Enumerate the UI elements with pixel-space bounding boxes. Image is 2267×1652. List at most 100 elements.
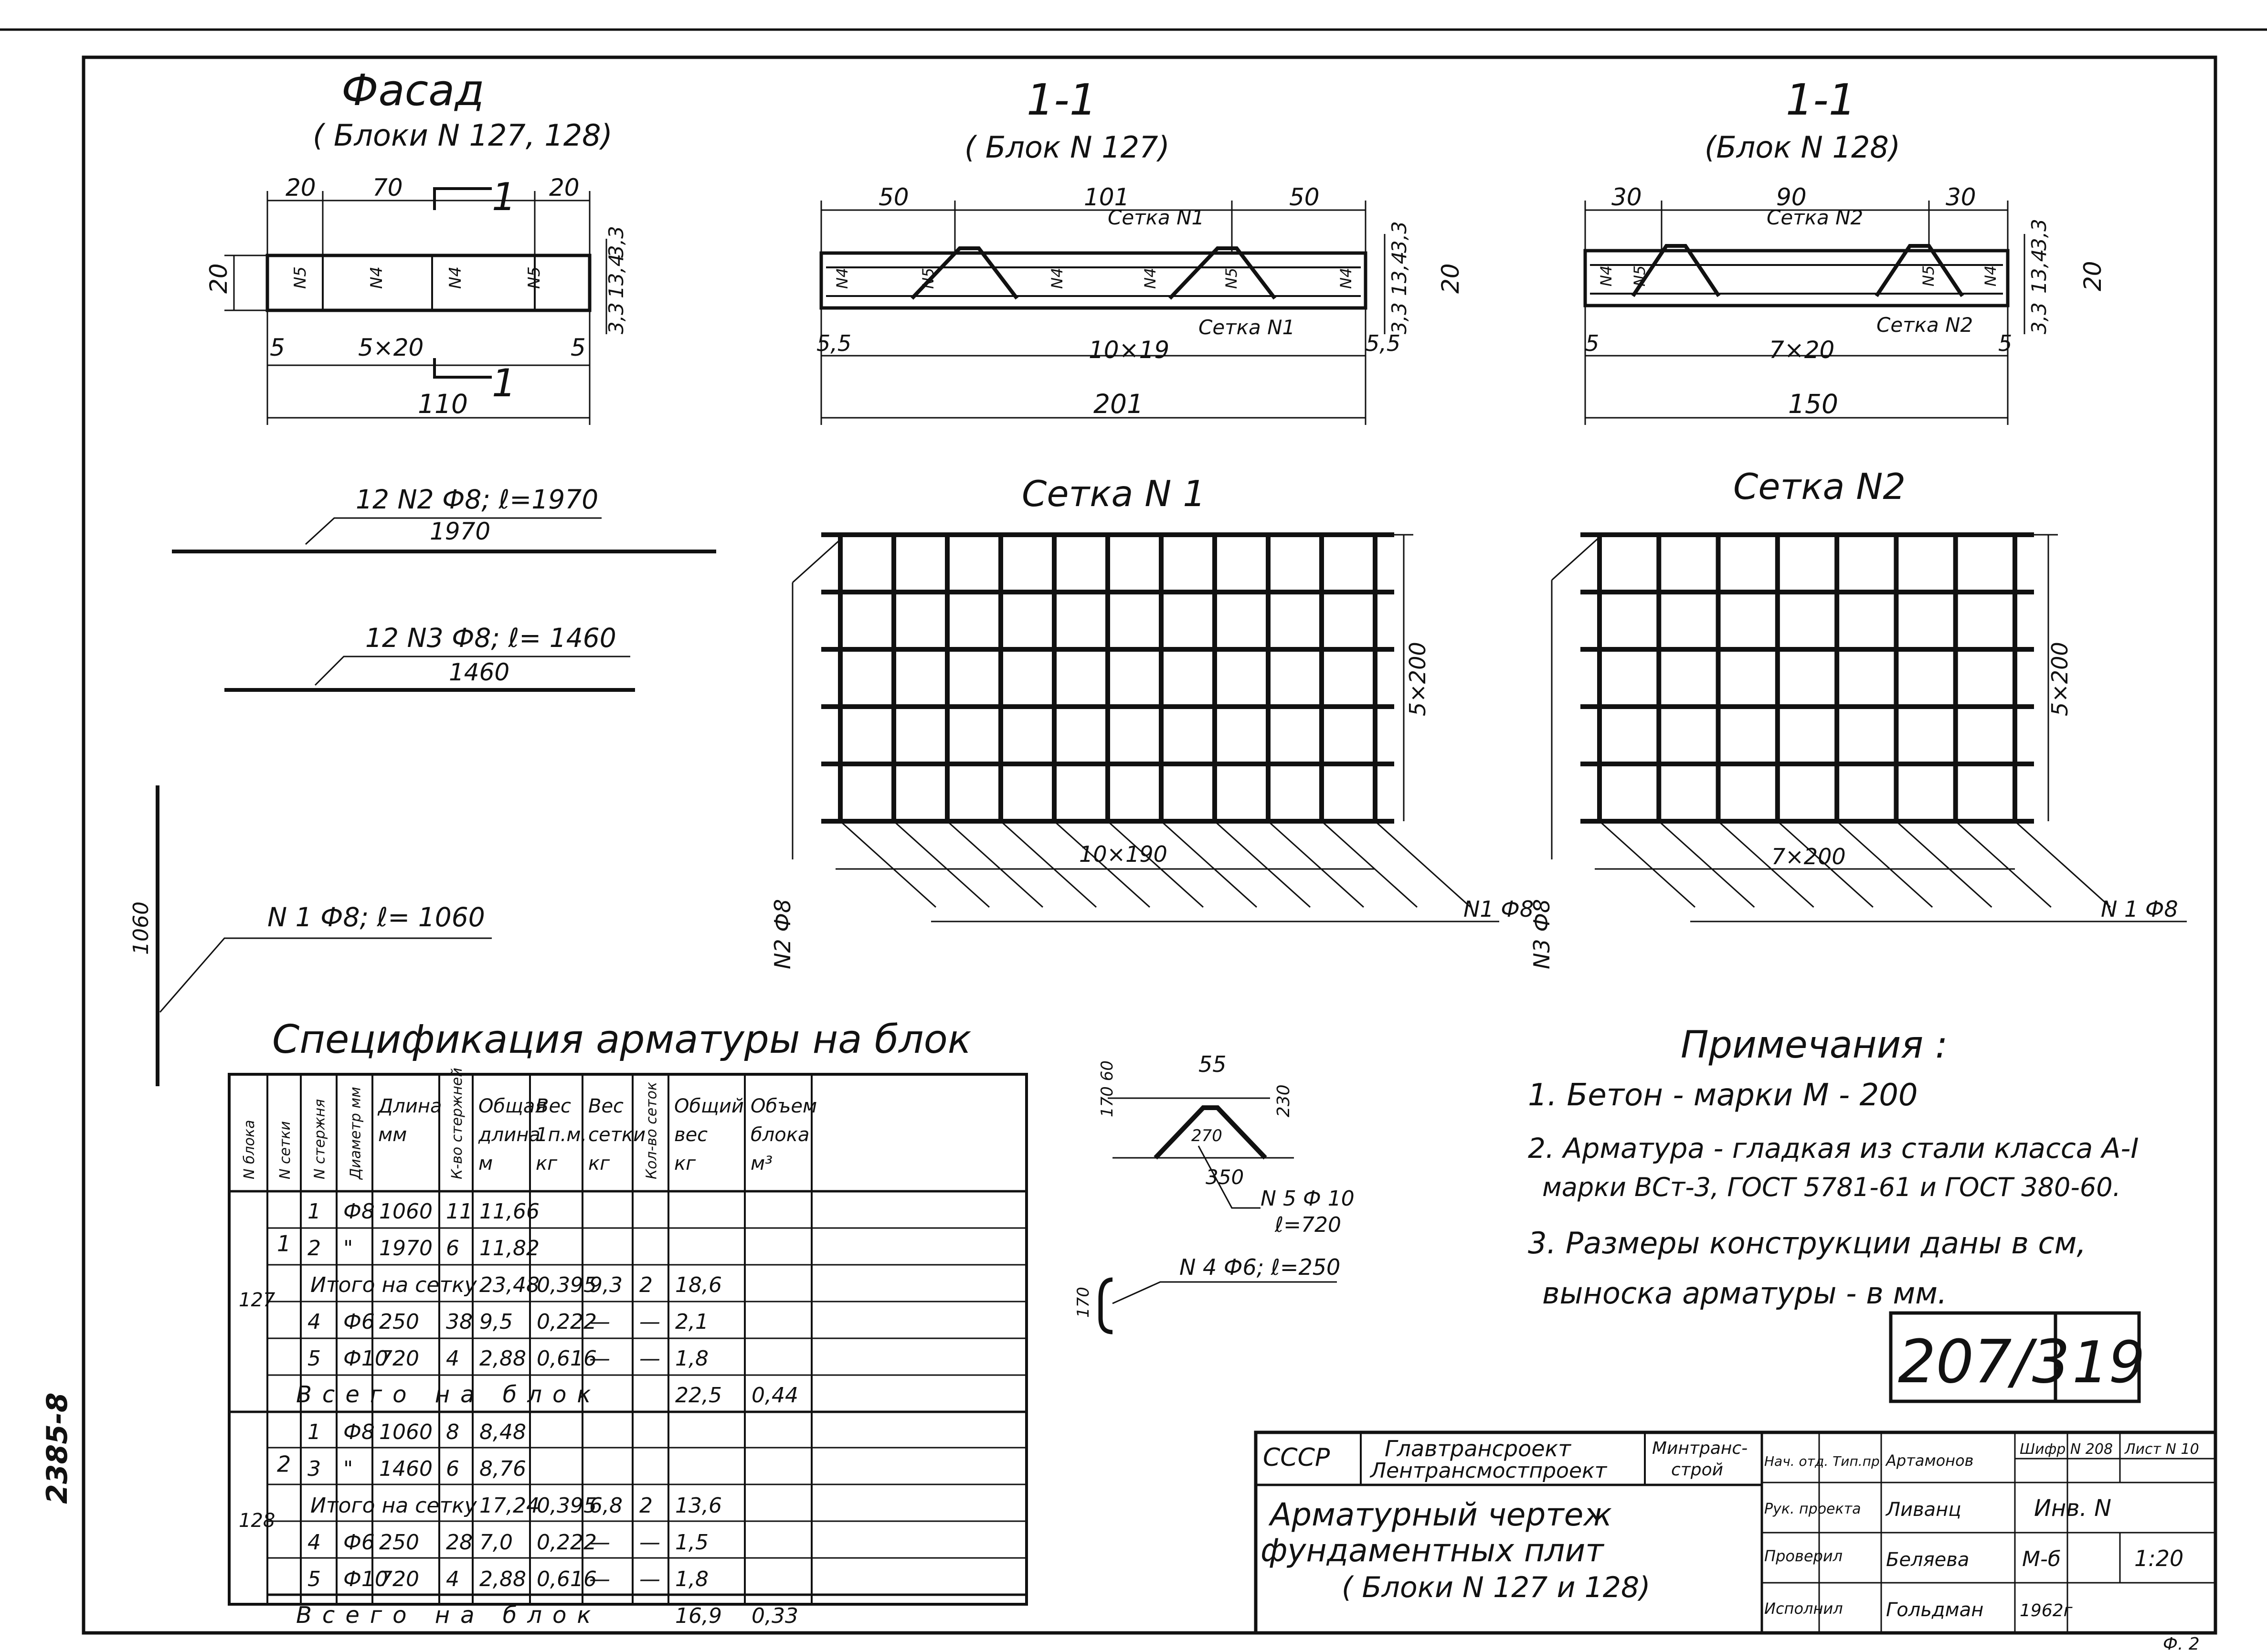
spec-cell: Ф10 [343,1567,388,1591]
spec-header: мм [378,1124,407,1146]
mesh-hatch [1955,820,2052,908]
spec-cell: " [343,1236,353,1260]
section127-dim-right-2: 13,4 [1388,251,1411,296]
section127-bar-6: N4 [1337,268,1355,289]
notes: Примечания : 1. Бетон - марки М - 200 2.… [1528,1024,2139,1311]
format-mark: Ф. 2 [2163,1634,2200,1652]
stamp-name-3: Беляева [1886,1549,1969,1571]
section127-dim-bottom-3: 5,5 [1366,330,1400,356]
spec-cell: — [589,1310,610,1334]
spec-cell: 0,395 [537,1273,597,1297]
spec-header: N блока [241,1120,258,1179]
spec-header: Вес [588,1095,624,1117]
section128-total: 150 [1788,389,1838,419]
spec-cell: 720 [379,1346,419,1371]
mesh-hatch [1053,820,1151,908]
section128-bar-4: N4 [1981,265,2000,286]
spec-cell: 2,1 [675,1310,709,1334]
spec-header: м [478,1153,493,1175]
bar-n3-label: 12 N3 Ф8; ℓ= 1460 [365,623,616,653]
spec-cell: 9,3 [589,1273,623,1297]
spec-header: длина [478,1124,540,1146]
spec-cell: Ф8 [343,1420,375,1444]
facade-dim-top-3: 20 [549,174,580,201]
note-3b: выноска арматуры - в мм. [1542,1276,1947,1311]
spec-cell: 2,88 [479,1346,526,1371]
section127-mesh-bottom: Сетка N1 [1198,316,1295,339]
facade-cut-label-bottom: 1 [492,361,516,405]
spec-cell: 16,9 [675,1604,722,1628]
mesh-hatch [1599,820,1696,908]
spec-cell: 720 [379,1567,419,1591]
mesh1-dim-right: 5×200 [1405,642,1430,716]
facade-title: Фасад [341,65,485,116]
spec-cell: 11,66 [479,1199,540,1224]
spec-header: Общий [674,1095,744,1117]
stamp-scale-label: М-б [2022,1547,2061,1571]
spec-header: м³ [751,1153,773,1175]
spec-cell: 5 [307,1346,321,1371]
stamp-scale: 1:20 [2134,1546,2183,1571]
spec-total-label: Всего на блок [296,1602,601,1629]
spec-header: кг [536,1153,558,1175]
spec-cell: 1,5 [675,1530,709,1555]
spec-total-label: Всего на блок [296,1381,601,1408]
mesh2-dim-right: 5×200 [2047,642,2073,716]
bar5-dim-bottom: 350 [1206,1165,1244,1189]
spec-cell: 6 [446,1236,459,1260]
mesh-hatch [1000,820,1097,908]
mesh2-label-left: N3 Ф8 [1529,899,1555,969]
spec-block-number: 128 [239,1510,275,1532]
section128-mesh-bottom: Сетка N2 [1876,313,1973,337]
spec-header: Диаметр мм [348,1087,364,1180]
mesh-hatch [2014,820,2111,908]
sheet-page: 19 [2072,1330,2145,1396]
spec-header: Вес [536,1095,571,1117]
spec-block-number: 127 [239,1289,275,1311]
note-3: 3. Размеры конструкции даны в см, [1528,1226,2086,1260]
spec-cell: 4 [307,1530,321,1555]
bar-n1: N 1 Ф8; ℓ= 1060 1060 [129,785,492,1086]
spec-header: кг [588,1153,610,1175]
mesh2-title: Сетка N2 [1733,466,1906,508]
spec-cell: 1060 [379,1420,433,1444]
section-127: 1-1 ( Блок N 127) 50 101 50 Сетка N1 Сет… [816,75,1464,425]
spec-cell: — [589,1346,610,1371]
stamp-sheet: Лист N 10 [2124,1441,2199,1458]
section127-mesh-top: Сетка N1 [1108,206,1204,229]
section128-dim-height: 20 [2079,261,2107,291]
spec-header: Общая [478,1095,546,1117]
mesh1-dim-bottom: 10×190 [1079,841,1167,867]
mesh-hatch [1160,820,1258,908]
stamp-org2: Лентрансмостпроект [1369,1459,1608,1483]
spec-cell: — [639,1530,660,1555]
spec-cell: 2 [639,1493,653,1518]
spec-cell: Ф8 [343,1199,375,1224]
mesh1-title: Сетка N 1 [1022,473,1206,515]
spec-mesh-number: 2 [277,1451,291,1477]
spec-cell: 4 [446,1567,459,1591]
title-block: СССР Главтрансроект Лентрансмостпроект М… [1254,1430,2217,1635]
bar-n2-label: 12 N2 Ф8; ℓ=1970 [356,484,598,515]
spec-cell: 8,48 [479,1420,526,1444]
spec-cell: 250 [379,1530,419,1555]
spec-cell: 0,616 [537,1567,597,1591]
spec-header: Кол-во сеток [644,1082,660,1179]
spec-cell: 1460 [379,1457,433,1481]
stamp-title1: Арматурный чертеж [1268,1496,1612,1533]
bar5-dim-top: 55 [1198,1051,1227,1077]
spec-cell: 7,0 [479,1530,513,1555]
spec-cell: — [639,1346,660,1371]
spec-header: кг [674,1153,696,1175]
bar5-dim-right: 230 [1274,1084,1293,1117]
section128-dim-top-2: 90 [1776,183,1807,211]
section128-dim-bottom-1: 5 [1585,330,1599,356]
spec-cell: 4 [307,1310,321,1334]
spec-header: блока [751,1124,809,1146]
spec-cell: 38 [446,1310,473,1334]
mesh-hatch [1896,820,1992,908]
spec-header: Объем [751,1095,817,1117]
mesh-hatch [1658,820,1755,908]
stamp-inv: Инв. N [2034,1495,2111,1522]
